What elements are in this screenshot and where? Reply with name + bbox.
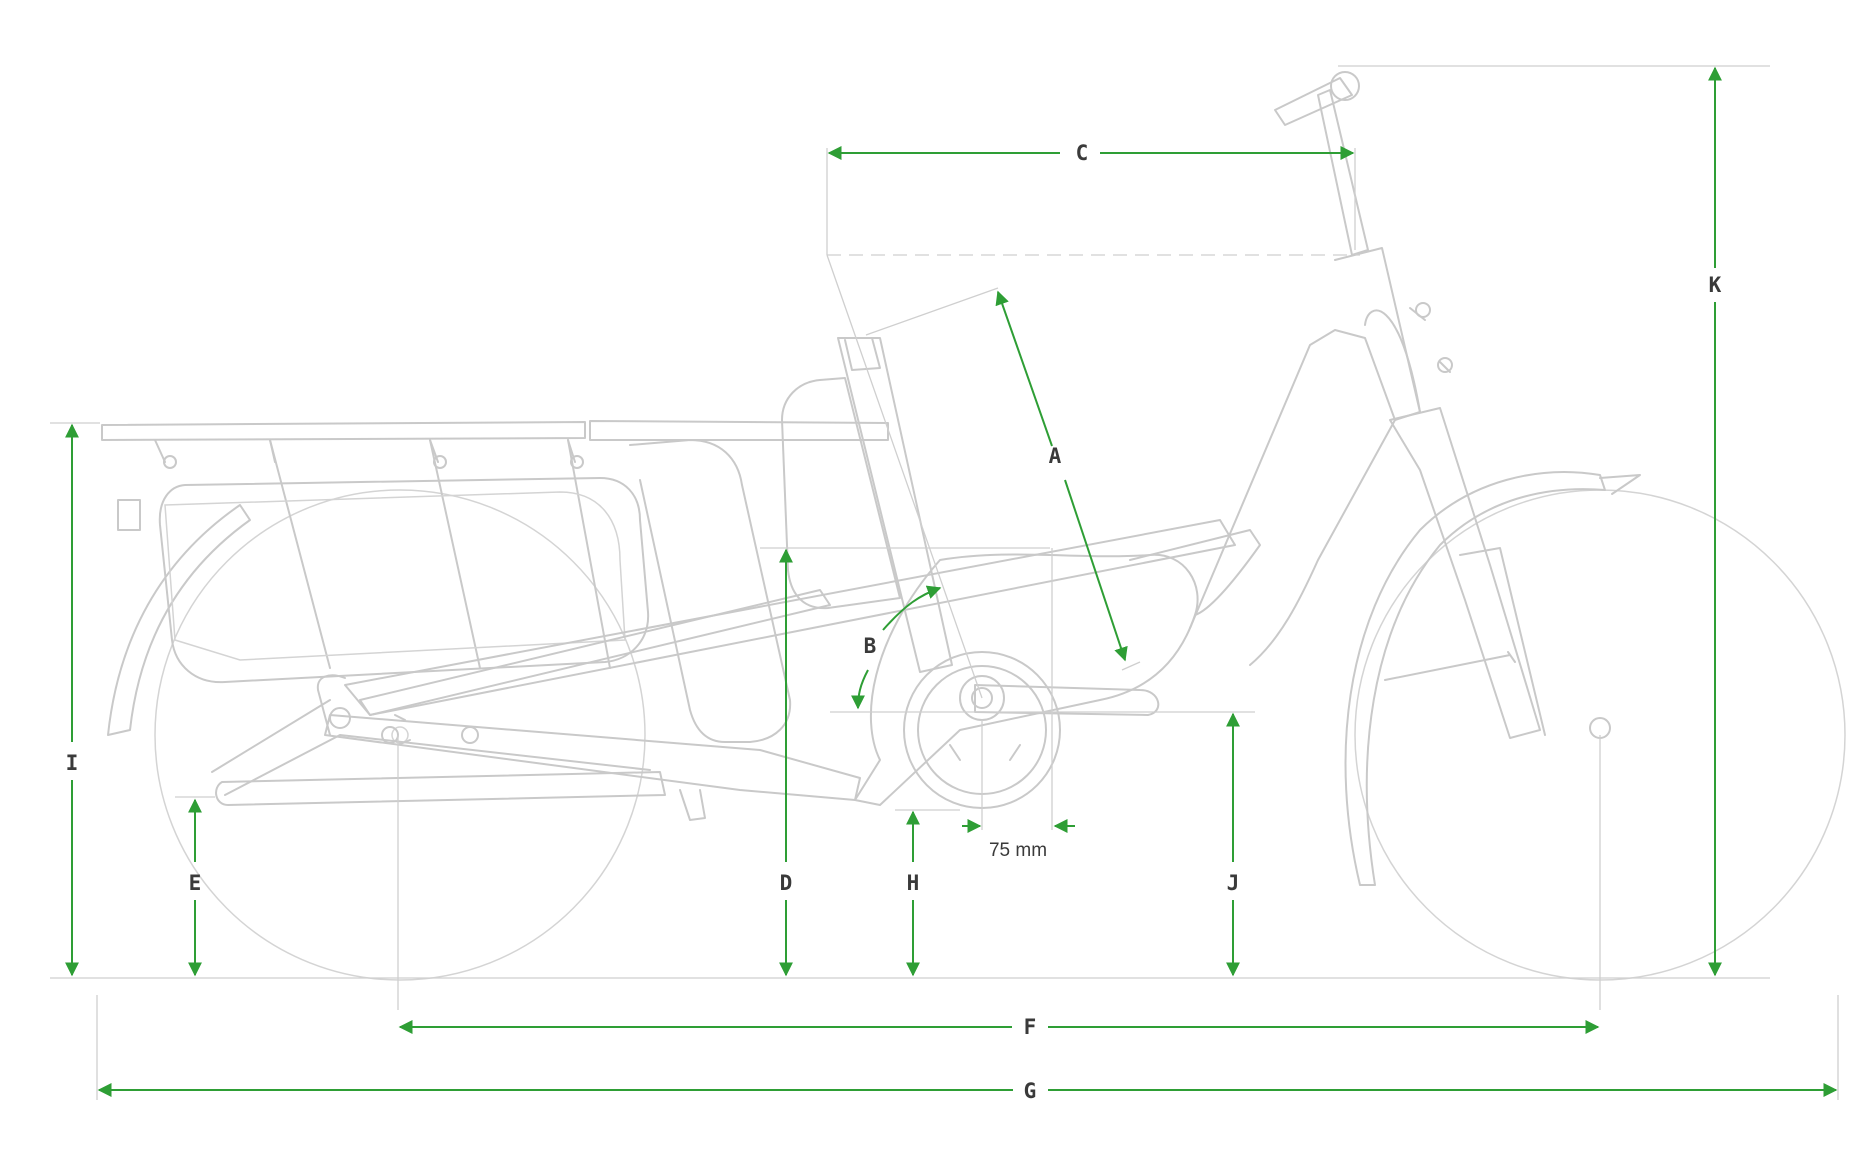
label-i: I: [66, 751, 79, 775]
label-j: J: [1227, 871, 1240, 895]
bike-illustration: [101, 71, 1846, 981]
dimension-d: D: [779, 548, 793, 977]
label-d: D: [780, 871, 793, 895]
dimension-j: J: [1226, 712, 1240, 977]
rear-wheel: [154, 489, 646, 981]
rear-rack: [101, 421, 586, 441]
dimension-c: C: [827, 141, 1355, 165]
dimension-b: B: [851, 585, 942, 710]
top-tube: [1189, 329, 1396, 666]
down-tube: [344, 519, 1236, 716]
dimension-h: H: [906, 810, 920, 977]
crank-offset-note: 75 mm: [989, 840, 1047, 861]
reference-lines: [50, 65, 1839, 1100]
label-b: B: [864, 634, 877, 658]
dimensions: A B C D E F: [65, 66, 1838, 1103]
motor: [854, 553, 1199, 806]
rear-fender: [107, 504, 251, 736]
dimension-k: K: [1708, 66, 1722, 977]
dimension-f: F: [398, 1015, 1600, 1039]
dimension-e: E: [188, 798, 202, 977]
seat-stay: [359, 589, 831, 716]
dimension-i: I: [65, 423, 79, 977]
handlebar: [1330, 71, 1360, 101]
label-h: H: [907, 871, 920, 895]
label-a: A: [1049, 444, 1062, 468]
dimension-g: G: [97, 1079, 1838, 1103]
dimension-a: A: [995, 290, 1128, 662]
label-f: F: [1024, 1015, 1037, 1039]
label-g: G: [1024, 1079, 1037, 1103]
front-fender: [1344, 471, 1606, 886]
battery: [781, 377, 901, 610]
fork: [1389, 407, 1541, 739]
chainstay: [324, 714, 861, 801]
dimension-crank-offset: 75 mm: [962, 819, 1075, 861]
seat-tube: [837, 337, 953, 673]
crank-arm: [974, 684, 1160, 716]
label-e: E: [189, 871, 202, 895]
label-c: C: [1076, 141, 1089, 165]
label-k: K: [1709, 273, 1722, 297]
stem: [1317, 89, 1369, 256]
